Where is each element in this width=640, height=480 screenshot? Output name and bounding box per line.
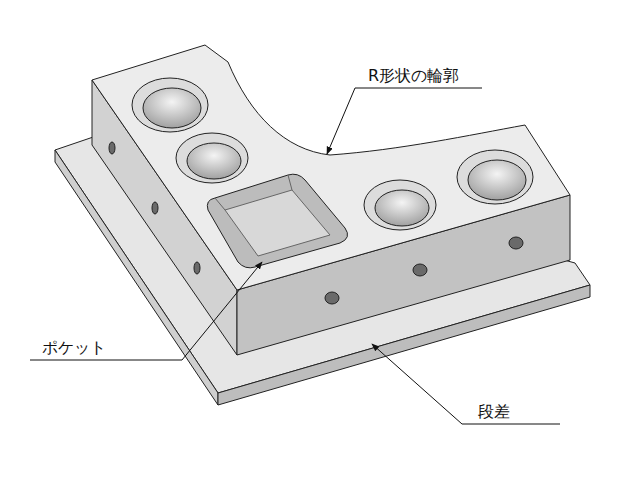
main-block [92,45,570,355]
leader-r-contour [327,88,482,154]
callout-label: ポケット [42,338,106,357]
callout-label: R形状の輪郭 [368,66,459,85]
pocket [207,174,347,268]
callout-label: 段差 [478,402,510,421]
counterbore-holes [132,78,533,230]
leader-step [372,344,560,424]
tapped-holes [109,142,523,304]
leader-lines [30,88,560,424]
leader-pocket [30,262,262,360]
